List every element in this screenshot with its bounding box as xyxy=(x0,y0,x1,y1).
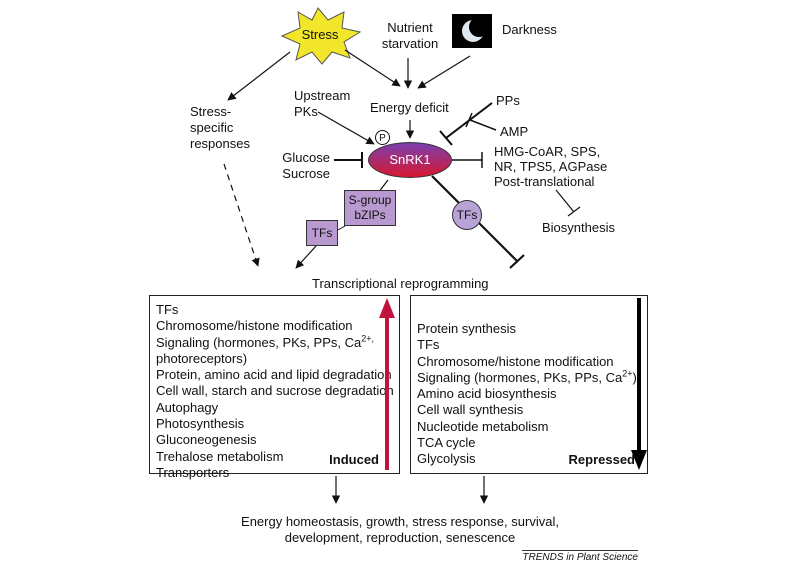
nutrient-line1: Nutrient xyxy=(387,20,433,35)
repressed-ca-superscript: 2+ xyxy=(622,368,633,379)
induced-ca-superscript: 2+, xyxy=(361,333,374,344)
repressed-item: TCA cycle xyxy=(417,435,476,451)
repressed-item: Chromosome/histone modification xyxy=(417,353,614,369)
outcome-line1: Energy homeostasis, growth, stress respo… xyxy=(241,514,559,529)
energy-deficit: Energy deficit xyxy=(370,100,449,115)
repressed-item-text: Signaling (hormones, PKs, PPs, Ca xyxy=(417,369,623,385)
arrow-upstream-to-snrk1 xyxy=(317,111,375,145)
arrow-tfs-to-transcription xyxy=(295,245,317,269)
stress-specific-line1: Stress- xyxy=(190,104,232,119)
phospho-label: P xyxy=(379,133,386,144)
inhibit-biosynthesis xyxy=(555,189,575,213)
stress-specific-line2: specific xyxy=(190,120,234,135)
induced-item: Cell wall, starch and sucrose degradatio… xyxy=(156,383,394,399)
repressed-item: Glycolysis xyxy=(417,451,476,467)
stress-specific-responses: Stress- specific responses xyxy=(190,104,250,152)
upstream-line1: Upstream xyxy=(294,88,351,103)
stress-label: Stress xyxy=(301,27,339,42)
induced-item: Protein, amino acid and lipid degradatio… xyxy=(156,367,392,383)
nutrient-starvation: Nutrient starvation xyxy=(370,20,450,52)
upstream-pks: Upstream PKs xyxy=(294,88,350,120)
repressed-item: Protein synthesis xyxy=(417,321,516,336)
post-translational-targets: HMG-CoAR, SPS, NR, TPS5, AGPase Post-tra… xyxy=(494,144,607,189)
amp-label: AMP xyxy=(500,124,529,139)
repressed-title: Repressed xyxy=(568,452,635,467)
tfs-left-label: TFs xyxy=(311,226,333,240)
outcome-line2: development, reproduction, senescence xyxy=(284,530,516,545)
repressed-arrow-icon xyxy=(631,298,647,470)
repressed-box: Protein synthesis TFs Chromosome/histone… xyxy=(410,295,648,474)
snrk1-node: SnRK1 xyxy=(368,142,452,178)
repressed-list: Protein synthesis TFs Chromosome/histone… xyxy=(417,321,637,468)
targets-line1: HMG-CoAR, SPS, xyxy=(494,144,601,159)
induced-item: Autophagy xyxy=(156,399,219,415)
moon-icon xyxy=(462,17,489,42)
tfs-right-label: TFs xyxy=(456,208,478,222)
targets-line2: NR, TPS5, AGPase xyxy=(494,159,608,174)
induced-item: Trehalose metabolism xyxy=(156,448,284,464)
sgroup-bzips-box: S-group bZIPs xyxy=(344,190,396,226)
repressed-item: Cell wall synthesis xyxy=(417,402,524,418)
stress-star-icon xyxy=(280,7,362,65)
inhibit-amp xyxy=(469,119,497,131)
induced-item: Photosynthesis xyxy=(156,416,245,432)
phosphate-circle-icon: P xyxy=(375,130,390,145)
induced-item: Gluconeogenesis xyxy=(156,432,257,448)
snrk1-label: SnRK1 xyxy=(389,152,431,167)
link-bzip-tfs xyxy=(337,225,346,231)
repressed-item: Amino acid biosynthesis xyxy=(417,386,557,402)
repressed-ca-suffix: ) xyxy=(632,369,637,385)
darkness-label: Darkness xyxy=(502,22,557,37)
induced-item: photoreceptors) xyxy=(156,350,248,366)
nutrient-line2: starvation xyxy=(381,36,439,51)
induced-item-text: Signaling (hormones, PKs, PPs, Ca xyxy=(156,334,362,350)
biosynthesis-label: Biosynthesis xyxy=(542,220,615,235)
glucose-sucrose: Glucose Sucrose xyxy=(280,150,330,182)
targets-line3: Post-translational xyxy=(494,174,595,189)
outcomes: Energy homeostasis, growth, stress respo… xyxy=(200,514,600,546)
pps-label: PPs xyxy=(496,93,520,108)
induced-item: Chromosome/histone modification xyxy=(156,318,353,334)
glucose-label: Glucose xyxy=(282,150,330,165)
arrow-darkness-to-deficit xyxy=(417,55,471,89)
stress-specific-line3: responses xyxy=(190,136,250,151)
repressed-item: Nucleotide metabolism xyxy=(417,418,549,434)
tfs-right-circle: TFs xyxy=(452,200,482,230)
induced-item: Signaling (hormones, PKs, PPs, Ca2+, xyxy=(156,333,394,351)
induced-item: TFs xyxy=(156,302,179,317)
tfs-left-box: TFs xyxy=(306,220,338,246)
induced-title: Induced xyxy=(329,452,379,467)
arrow-stress-to-deficit xyxy=(344,49,401,87)
induced-list: TFs Chromosome/histone modification Sign… xyxy=(156,302,394,481)
sgroup-line2: bZIPs xyxy=(354,208,386,222)
induced-box: TFs Chromosome/histone modification Sign… xyxy=(149,295,400,480)
journal-credit: TRENDS in Plant Science xyxy=(522,550,638,563)
darkness-box xyxy=(452,14,492,48)
arrow-stress-to-specific xyxy=(227,51,291,101)
induced-arrow-icon xyxy=(379,298,395,470)
induced-item: Transporters xyxy=(156,464,230,480)
transcriptional-reprogramming: Transcriptional reprogramming xyxy=(312,276,489,291)
sgroup-line1: S-group xyxy=(348,193,392,207)
upstream-line2: PKs xyxy=(294,104,318,119)
repressed-item: Signaling (hormones, PKs, PPs, Ca2+) xyxy=(417,368,637,386)
sucrose-label: Sucrose xyxy=(282,166,330,181)
arrow-specific-to-transcription xyxy=(223,163,260,267)
repressed-item: TFs xyxy=(417,337,440,353)
